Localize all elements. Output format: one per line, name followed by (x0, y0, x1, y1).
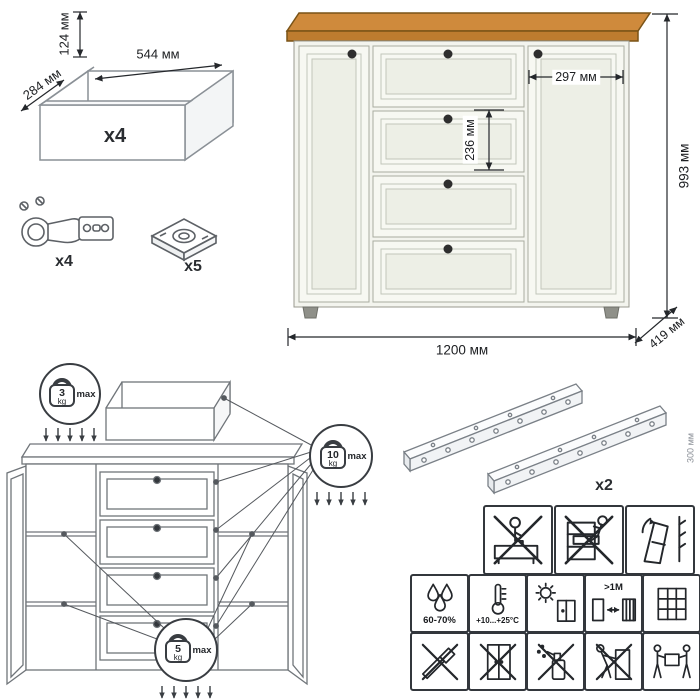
tip-over-warning-icon (625, 505, 695, 575)
no-sharp-tools-icon (410, 632, 469, 691)
hinge-quantity: x4 (55, 253, 73, 270)
load-limit-top-surface: 3 kg max (39, 363, 101, 442)
drawer-front-height-label: 236 мм (462, 116, 478, 164)
no-solvents-icon (526, 632, 585, 691)
wireframe-open-drawer (105, 379, 231, 443)
heater-distance-label: >1M (604, 582, 623, 594)
foot-icon (150, 218, 218, 262)
no-impacts-icon (468, 632, 527, 691)
drawer-knob (443, 49, 453, 59)
svg-text:kg: kg (58, 397, 66, 406)
slides-length-label: 300 мм (685, 433, 696, 463)
cabinet-foot (302, 306, 319, 319)
load-limit-drawers: 10 kg max (309, 424, 373, 506)
door-knob (347, 49, 357, 59)
drawer-knob (443, 244, 453, 254)
callout-lines-shelves (61, 531, 255, 640)
no-sitting-icon (483, 505, 553, 575)
temperature-range-label: +10...+25°C (476, 616, 519, 625)
drawer-knob (443, 179, 453, 189)
door-width-label: 297 мм (552, 69, 600, 85)
foot-quantity: x5 (184, 258, 202, 275)
cabinet-foot (603, 306, 620, 319)
callout-lines-drawers (213, 395, 314, 629)
no-climbing-icon (554, 505, 624, 575)
drawer-slide-rail (402, 383, 584, 473)
slides-quantity: x2 (595, 477, 613, 494)
svg-text:max: max (192, 645, 212, 656)
temperature-icon: +10...+25°C (468, 574, 527, 633)
carry-together-icon (642, 632, 700, 691)
load-limit-shelves: 5 kg max (154, 618, 218, 699)
drawer-box-height-label: 124 мм (56, 12, 72, 56)
svg-text:5: 5 (175, 643, 181, 655)
cabinet-top-board (285, 12, 652, 32)
hinge-icon (19, 196, 114, 247)
svg-text:kg: kg (174, 653, 182, 662)
humidity-icon: 60-70% (410, 574, 469, 633)
wireframe-right-door-open (287, 465, 308, 686)
cabinet-render (285, 12, 652, 319)
drawer-box-quantity: x4 (103, 125, 127, 147)
cabinet-right-door (527, 45, 625, 303)
svg-text:3: 3 (59, 387, 65, 399)
cabinet-width-label: 1200 мм (435, 342, 489, 358)
drawer-box-dimension-arrows (20, 11, 223, 112)
humidity-range-label: 60-70% (423, 615, 456, 627)
svg-text:max: max (76, 389, 96, 400)
cabinet-height-label: 993 мм (676, 143, 692, 189)
no-direct-sunlight-icon (526, 574, 585, 633)
drawer-slides (402, 383, 667, 494)
drawer-box-drawing (37, 66, 234, 162)
svg-text:10: 10 (327, 449, 339, 461)
door-knob (533, 49, 543, 59)
svg-text:max: max (347, 451, 367, 462)
cabinet-left-door (298, 45, 370, 303)
drawer-knob (443, 114, 453, 124)
drawer-box-width-label: 544 мм (136, 46, 180, 62)
heater-distance-icon: >1M (584, 574, 643, 633)
no-dragging-icon (584, 632, 643, 691)
window-grid-icon (642, 574, 700, 633)
svg-text:kg: kg (329, 459, 337, 468)
cabinet-dimension-arrows (287, 13, 678, 346)
